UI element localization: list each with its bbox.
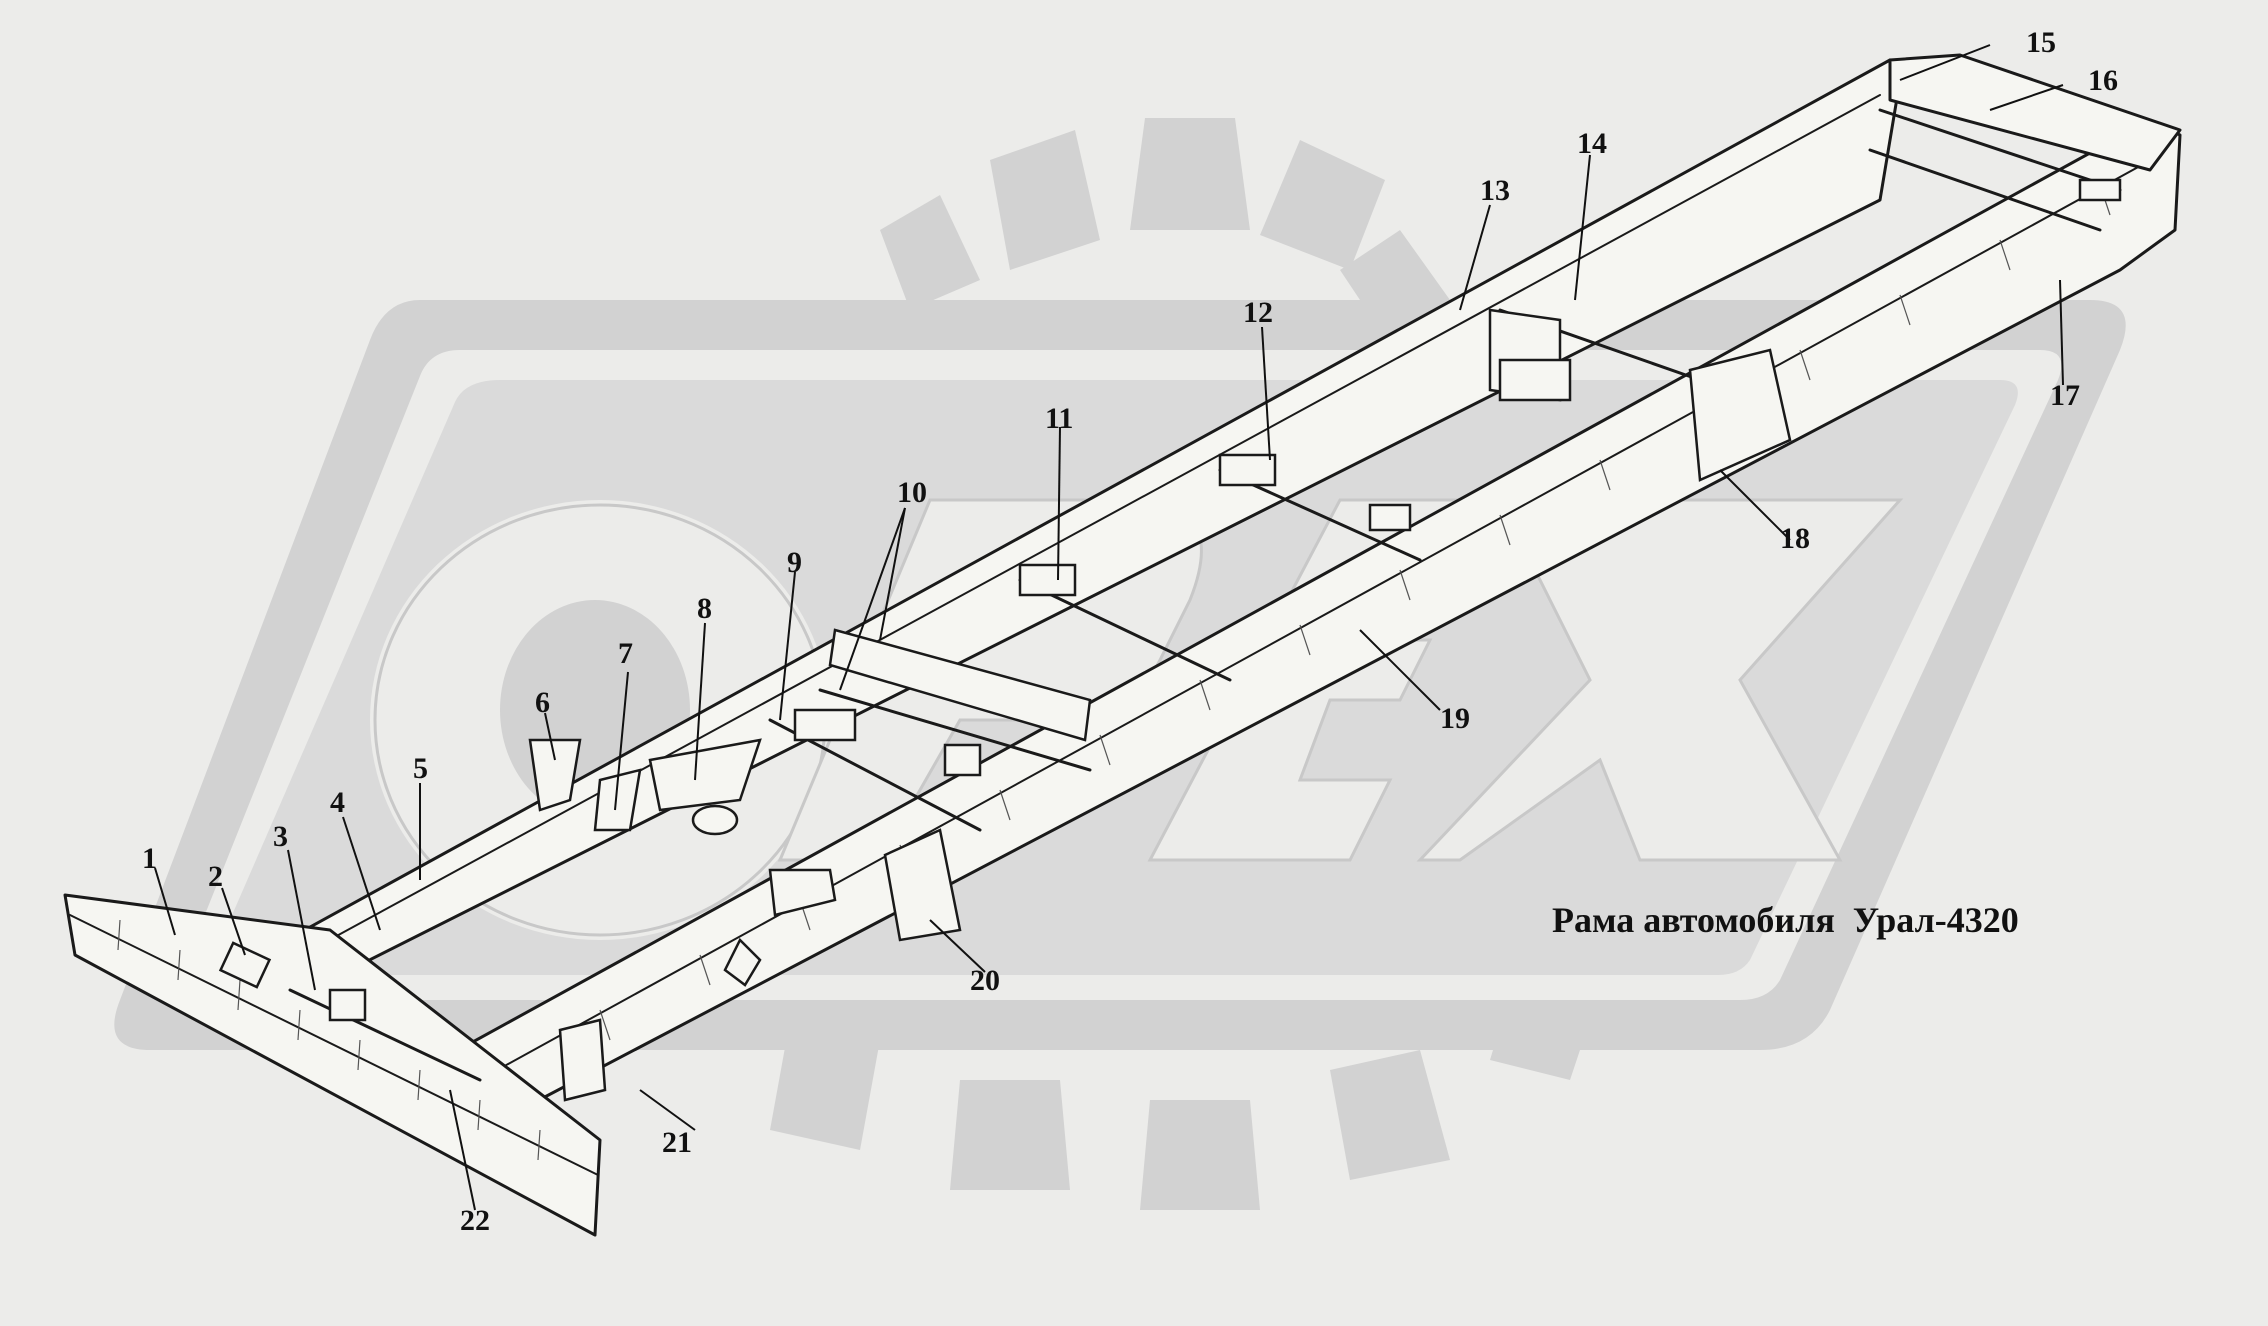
callout-11: 11 — [1045, 402, 1073, 435]
callout-20: 20 — [970, 964, 1000, 997]
callout-6: 6 — [535, 686, 550, 719]
leader-lines — [154, 44, 2064, 1211]
callout-15: 15 — [2026, 26, 2056, 59]
chassis-frame — [63, 53, 2182, 1237]
watermark-gear — [770, 118, 1600, 1210]
callout-1: 1 — [142, 842, 157, 875]
callout-22: 22 — [460, 1204, 490, 1237]
callout-16: 16 — [2088, 64, 2118, 97]
callout-5: 5 — [413, 752, 428, 785]
callout-4: 4 — [330, 786, 345, 819]
callout-13: 13 — [1480, 174, 1510, 207]
callout-8: 8 — [697, 592, 712, 625]
rear-crossmember — [1888, 53, 2182, 172]
callout-10: 10 — [897, 476, 927, 509]
callout-17: 17 — [2050, 379, 2080, 412]
callout-3: 3 — [273, 820, 288, 853]
callout-labels: 1 2 3 4 5 6 7 8 9 10 11 12 13 14 15 16 1… — [142, 26, 2118, 1237]
callout-9: 9 — [787, 546, 802, 579]
callout-14: 14 — [1577, 127, 1607, 160]
callout-19: 19 — [1440, 702, 1470, 735]
callout-21: 21 — [662, 1126, 692, 1159]
diagram-caption: Рама автомобиля Урал-4320 — [1552, 900, 2019, 940]
crossmembers — [288, 108, 2122, 1082]
front-bumper — [63, 893, 602, 1237]
callout-12: 12 — [1243, 296, 1273, 329]
callout-2: 2 — [208, 860, 223, 893]
frame-brackets — [218, 178, 2122, 1102]
callout-7: 7 — [618, 637, 633, 670]
callout-18: 18 — [1780, 522, 1810, 555]
